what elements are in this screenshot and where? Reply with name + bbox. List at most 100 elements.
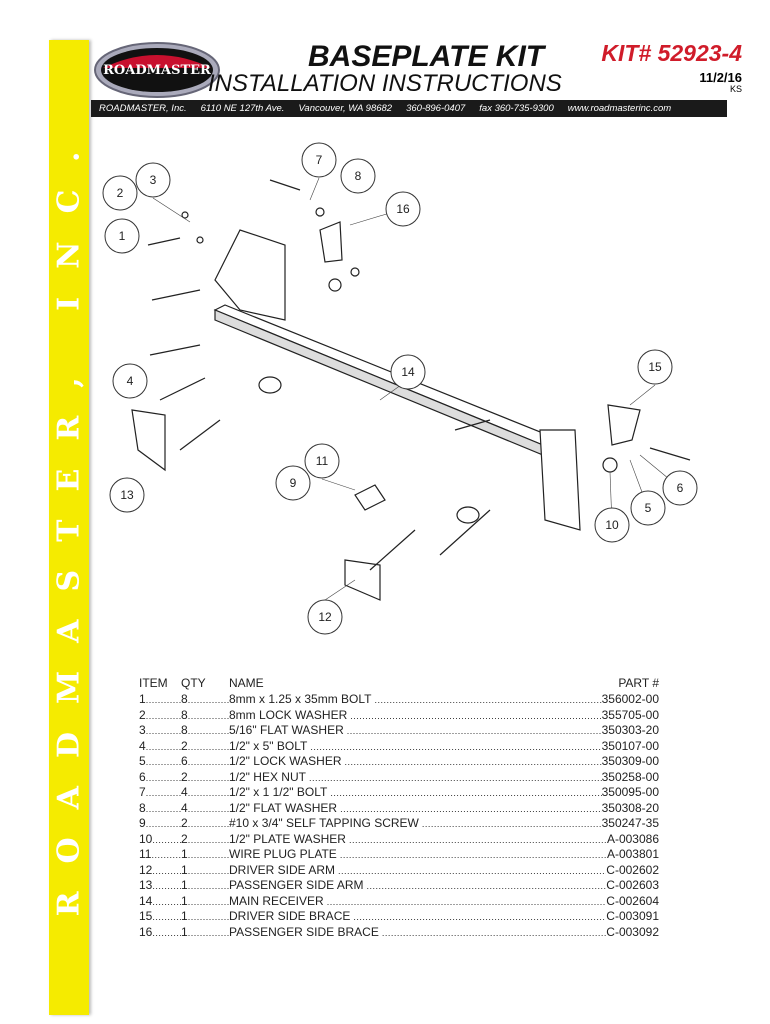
item-name: 1/2" x 5" BOLT bbox=[229, 738, 308, 753]
item-name: DRIVER SIDE ARM bbox=[229, 862, 336, 877]
callout-number: 1 bbox=[119, 229, 126, 243]
item-name: #10 x 3/4" SELF TAPPING SCREW bbox=[229, 816, 419, 830]
parts-row: 1021/2" PLATE WASHERA-003086 bbox=[139, 832, 659, 848]
driver-side-plate bbox=[539, 429, 581, 531]
arm-12 bbox=[344, 559, 381, 601]
callout-number: 11 bbox=[316, 454, 329, 468]
item-number: 4 bbox=[139, 738, 146, 753]
callout-6: 6 bbox=[662, 470, 698, 506]
parts-row: 7 4 1/2" x 1 1/2" BOLT 350095-00 bbox=[139, 785, 659, 801]
callout-number: 14 bbox=[401, 365, 415, 379]
callout-15: 15 bbox=[637, 349, 673, 385]
item-qty: 1 bbox=[181, 862, 188, 877]
author-initials: KS bbox=[729, 84, 742, 94]
item-name: WIRE PLUG PLATE bbox=[229, 847, 337, 861]
item-qty: 2 bbox=[181, 831, 188, 846]
item-part-number: C-002602 bbox=[606, 862, 659, 877]
item-qty: 1 bbox=[181, 924, 188, 939]
callout-number: 2 bbox=[117, 186, 124, 200]
item-qty: 1 bbox=[181, 909, 188, 923]
item-name: 1/2" PLATE WASHER bbox=[229, 831, 346, 846]
item-part-number: 350095-00 bbox=[601, 785, 659, 799]
item-part-number: 356002-00 bbox=[601, 692, 659, 706]
callout-number: 7 bbox=[316, 153, 323, 167]
callout-4: 4 bbox=[112, 363, 148, 399]
callout-14: 14 bbox=[390, 354, 426, 390]
parts-list: ITEM QTY NAME PART # 1 8 8mm x 1.25 x 35mm… bbox=[139, 676, 659, 940]
revision-date: 11/2/16 bbox=[699, 70, 742, 85]
item-part-number: C-002604 bbox=[606, 893, 659, 908]
roadmaster-logo: ROADMASTER bbox=[94, 42, 220, 98]
item-qty: 2 bbox=[181, 769, 188, 784]
item-part-number: C-003091 bbox=[606, 909, 659, 923]
item-name: DRIVER SIDE BRACE bbox=[229, 909, 351, 923]
item-part-number: 350303-20 bbox=[601, 723, 659, 737]
item-part-number: C-003092 bbox=[606, 924, 659, 939]
item-name: MAIN RECEIVER bbox=[229, 893, 324, 908]
item-qty: 4 bbox=[181, 800, 188, 815]
item-part-number: C-002603 bbox=[606, 878, 659, 892]
callout-16: 16 bbox=[385, 191, 421, 227]
fax: fax 360-735-9300 bbox=[479, 103, 554, 114]
item-qty: 8 bbox=[181, 707, 188, 722]
callout-number: 4 bbox=[127, 374, 134, 388]
parts-list-header: ITEM QTY NAME PART # bbox=[139, 676, 659, 692]
diagram-parts bbox=[131, 179, 691, 601]
company-name: ROADMASTER, Inc. bbox=[99, 103, 187, 114]
callout-10: 10 bbox=[594, 507, 630, 543]
item-qty: 2 bbox=[181, 738, 188, 753]
brand-side-band bbox=[49, 40, 89, 1015]
callout-3: 3 bbox=[135, 162, 171, 198]
contact-bar: ROADMASTER, Inc. 6110 NE 127th Ave. Vanc… bbox=[91, 100, 727, 117]
item-number: 9 bbox=[139, 816, 146, 830]
callout-5: 5 bbox=[630, 490, 666, 526]
item-name: 1/2" FLAT WASHER bbox=[229, 800, 338, 815]
phone: 360-896-0407 bbox=[406, 103, 466, 114]
item-number: 6 bbox=[139, 769, 146, 784]
parts-row: 151DRIVER SIDE BRACEC-003091 bbox=[139, 909, 659, 925]
brand-side-text: ROADMASTER, INC. bbox=[51, 123, 87, 917]
item-name: 8mm LOCK WASHER bbox=[229, 707, 348, 722]
parts-row: 621/2" HEX NUT350258-00 bbox=[139, 770, 659, 786]
callout-number: 5 bbox=[645, 501, 652, 515]
page-subtitle: INSTALLATION INSTRUCTIONS bbox=[208, 70, 562, 97]
callout-number: 3 bbox=[150, 173, 157, 187]
item-number: 11 bbox=[139, 847, 152, 861]
parts-row: 561/2" LOCK WASHER350309-00 bbox=[139, 754, 659, 770]
item-qty: 1 bbox=[181, 893, 188, 908]
parts-row: 12 1 DRIVER SIDE ARM C-002602 bbox=[139, 863, 659, 879]
parts-row: 92#10 x 3/4" SELF TAPPING SCREW350247-35 bbox=[139, 816, 659, 832]
item-qty: 2 bbox=[181, 816, 188, 830]
item-number: 1 bbox=[139, 692, 146, 706]
arm-13 bbox=[131, 409, 166, 472]
item-part-number: 350309-00 bbox=[601, 754, 659, 768]
item-qty: 4 bbox=[181, 785, 188, 799]
callout-8: 8 bbox=[340, 158, 376, 194]
item-name: 1/2" x 1 1/2" BOLT bbox=[229, 785, 328, 799]
parts-row: 385/16" FLAT WASHER350303-20 bbox=[139, 723, 659, 739]
parts-row: 111WIRE PLUG PLATEA-003801 bbox=[139, 847, 659, 863]
header-item: ITEM bbox=[139, 676, 168, 690]
item-number: 7 bbox=[139, 785, 146, 799]
callout-number: 12 bbox=[318, 610, 332, 624]
parts-row: 8 4 1/2" FLAT WASHER 350308-20 bbox=[139, 801, 659, 817]
kit-number: KIT# 52923-4 bbox=[601, 40, 742, 66]
item-name: 8mm x 1.25 x 35mm BOLT bbox=[229, 692, 372, 706]
item-qty: 8 bbox=[181, 723, 188, 737]
item-number: 2 bbox=[139, 707, 146, 722]
item-part-number: 350308-20 bbox=[601, 800, 659, 815]
callout-number: 16 bbox=[396, 202, 410, 216]
callout-2: 2 bbox=[102, 175, 138, 211]
item-name: 1/2" LOCK WASHER bbox=[229, 754, 342, 768]
header-name: NAME bbox=[229, 676, 264, 690]
item-number: 10 bbox=[139, 831, 153, 846]
city: Vancouver, WA 98682 bbox=[298, 103, 393, 114]
brace-16 bbox=[319, 221, 343, 263]
item-number: 3 bbox=[139, 723, 146, 737]
callout-number: 9 bbox=[290, 476, 297, 490]
item-name: PASSENGER SIDE BRACE bbox=[229, 924, 379, 939]
item-number: 8 bbox=[139, 800, 146, 815]
item-number: 12 bbox=[139, 862, 153, 877]
